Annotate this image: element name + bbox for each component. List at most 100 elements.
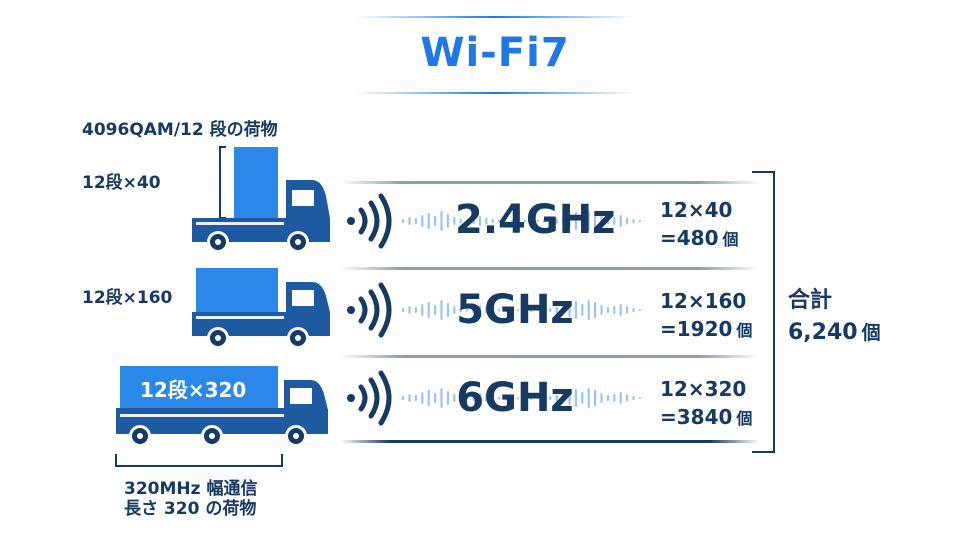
frequency-6g: 6GHz: [456, 375, 574, 421]
wave-bar: [440, 388, 443, 408]
wave-bar: [626, 306, 629, 314]
wave-bar: [504, 309, 507, 311]
wifi-signal-icon: [347, 282, 392, 338]
wave-bar: [581, 392, 584, 404]
wave-bar: [485, 306, 488, 314]
wifi-signal-icon: [347, 370, 392, 426]
wave-bar: [510, 309, 513, 311]
wave-bar: [587, 211, 590, 231]
wave-bar: [517, 220, 520, 222]
wave-bar: [453, 306, 456, 314]
title-bottom-rule: [355, 92, 635, 94]
wave-bar: [402, 308, 405, 312]
wave-bar: [414, 395, 417, 401]
wave-bar: [408, 217, 411, 225]
lane-divider: [340, 355, 760, 358]
wave-bar: [446, 214, 449, 228]
wave-bar: [402, 219, 405, 223]
frequency-5g: 5GHz: [456, 287, 574, 333]
bandwidth-note-line1: 320MHz 幅通信: [124, 479, 258, 499]
wave-bar: [549, 396, 552, 400]
calc-unit: 個: [736, 409, 753, 428]
wave-bar: [453, 394, 456, 402]
calc-line1: 12×160: [660, 289, 747, 313]
wave-bar: [491, 308, 494, 312]
wave-bar: [472, 307, 475, 313]
wave-bar: [459, 218, 462, 224]
wave-bar: [446, 303, 449, 317]
sound-wave-icon: [402, 388, 641, 408]
wave-bar: [606, 395, 609, 401]
truck-label-6g: 12段×320: [140, 378, 247, 402]
wave-bar: [459, 395, 462, 401]
wave-bar: [619, 392, 622, 404]
wave-bar: [472, 395, 475, 401]
wave-bar: [510, 397, 513, 399]
wave-bar: [517, 397, 520, 399]
calc-line1: 12×40: [660, 198, 733, 222]
wave-bar: [530, 308, 533, 312]
wave-bar: [581, 215, 584, 227]
lane-divider: [340, 181, 760, 184]
wifi-signal-icon: [347, 193, 392, 249]
wave-bar: [414, 307, 417, 313]
wave-bar: [523, 308, 526, 312]
wave-bar: [600, 393, 603, 403]
wave-bar: [555, 395, 558, 401]
wave-bar: [638, 309, 641, 311]
wave-bar: [594, 390, 597, 406]
total-unit: 個: [861, 322, 881, 344]
truck-label-2g: 12段×40: [82, 173, 161, 193]
wave-bar: [568, 303, 571, 317]
wave-bar: [434, 393, 437, 403]
wave-bar: [402, 396, 405, 400]
modulation-note: 4096QAM/12 段の荷物: [82, 120, 278, 140]
wave-bar: [485, 394, 488, 402]
truck-icon: [116, 366, 328, 447]
wave-bar: [466, 308, 469, 312]
wave-bar: [587, 300, 590, 320]
wave-bar: [600, 216, 603, 226]
wave-bar: [491, 219, 494, 223]
wave-bar: [408, 394, 411, 402]
wave-bar: [562, 393, 565, 403]
wave-bar: [427, 390, 430, 406]
wave-bar: [536, 397, 539, 399]
wave-bar: [542, 308, 545, 312]
wave-bar: [530, 219, 533, 223]
wave-bar: [504, 220, 507, 222]
wave-bar: [632, 219, 635, 223]
total-value: 6,240: [788, 320, 858, 345]
wave-bar: [491, 396, 494, 400]
wave-bar: [600, 305, 603, 315]
wave-bar: [542, 396, 545, 400]
wave-bar: [478, 216, 481, 226]
wave-bar: [549, 308, 552, 312]
wave-bar: [523, 219, 526, 223]
calc-line1: 12×320: [660, 377, 747, 401]
wave-bar: [594, 213, 597, 229]
title-top-rule: [355, 16, 635, 18]
wave-bar: [478, 305, 481, 315]
wave-bar: [555, 307, 558, 313]
wave-bar: [613, 394, 616, 402]
calc-unit: 個: [736, 321, 753, 340]
wave-bar: [466, 219, 469, 223]
wave-bar: [638, 220, 641, 222]
wave-bar: [606, 307, 609, 313]
wave-bar: [485, 217, 488, 225]
truck-icon: [192, 268, 330, 349]
wave-bar: [472, 218, 475, 224]
wave-bar: [453, 217, 456, 225]
wave-bar: [498, 396, 501, 400]
wave-bar: [466, 396, 469, 400]
wave-bar: [536, 220, 539, 222]
wave-bar: [626, 217, 629, 225]
wave-bar: [606, 218, 609, 224]
total-label: 合計: [788, 288, 833, 313]
bandwidth-note-line2: 長さ 320 の荷物: [124, 499, 257, 519]
wave-bar: [555, 218, 558, 224]
